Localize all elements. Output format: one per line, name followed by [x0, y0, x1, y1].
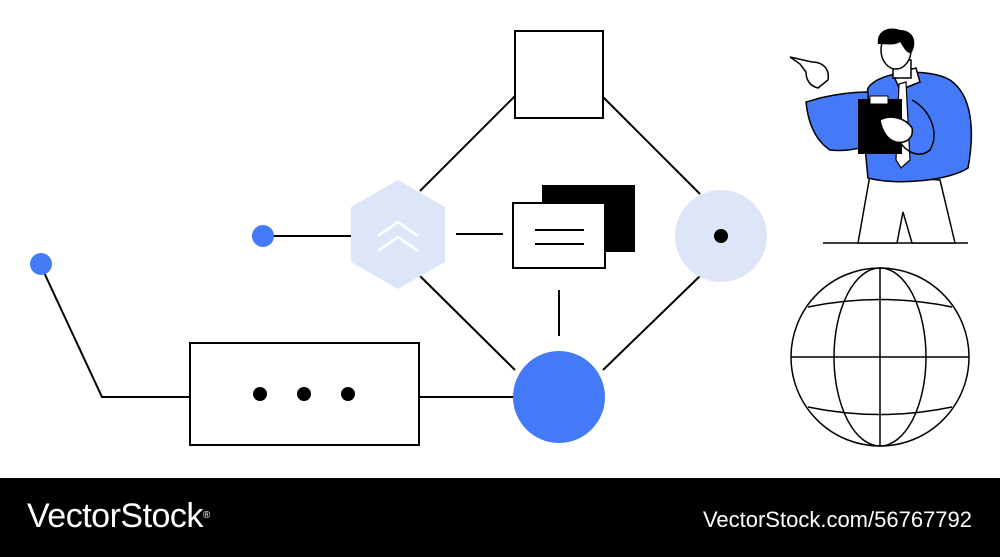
person-with-clipboard-illustration — [789, 28, 973, 244]
hexagon-node — [351, 180, 445, 289]
hub-circle-node — [513, 351, 605, 443]
image-id-text: VectorStock.com/56767792 — [702, 507, 972, 532]
endpoint-dot — [252, 225, 274, 247]
message-window-icon — [512, 185, 635, 269]
endpoint-dot — [30, 253, 52, 275]
brand-name: VectorStock — [27, 497, 203, 535]
vectorstock-logo: VectorStock® — [27, 496, 210, 536]
dots-icon — [253, 387, 355, 401]
network-illustration — [30, 28, 973, 447]
square-node — [514, 30, 604, 119]
chevrons-up-icon — [377, 220, 419, 253]
watermark-bar: VectorStock® VectorStock.com/56767792 — [0, 478, 1000, 557]
dots-box-node — [189, 342, 420, 446]
target-circle-node — [675, 190, 767, 282]
registered-mark: ® — [202, 510, 210, 521]
globe-icon — [790, 267, 970, 447]
connector-lines — [40, 95, 701, 398]
